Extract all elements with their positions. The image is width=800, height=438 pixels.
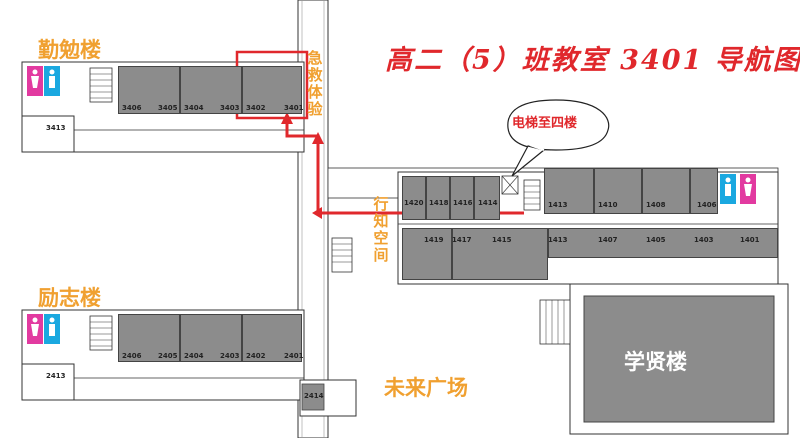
- room-2406: [118, 314, 180, 362]
- room-label: 1405: [646, 236, 666, 244]
- room-3402: [242, 66, 302, 114]
- stairs-xuexian: [539, 299, 571, 345]
- stairs-qinmian: [89, 67, 113, 103]
- room-label: 1416: [453, 199, 473, 207]
- jijiu-vertical-label: 急 救 体 验: [307, 49, 323, 118]
- room-label: 1410: [598, 201, 618, 209]
- room-label: 1413: [548, 201, 568, 209]
- room-1416: [450, 176, 474, 220]
- room-1414: [474, 176, 500, 220]
- room-label: 1413: [548, 236, 568, 244]
- building-label-lizhi: 励志楼: [38, 286, 101, 310]
- room-label: 1403: [694, 236, 714, 244]
- stairs-lizhi: [89, 315, 113, 351]
- room-label: 3401: [284, 104, 304, 112]
- room-label: 3413: [46, 124, 66, 132]
- room-label: 2404: [184, 352, 204, 360]
- room-2404: [180, 314, 242, 362]
- room-label: 3405: [158, 104, 178, 112]
- room-1408: [642, 168, 690, 214]
- room-label: 1420: [404, 199, 424, 207]
- stairs-east: [331, 179, 541, 273]
- room-1413: [544, 168, 594, 214]
- elevator-note-bubble: [507, 99, 610, 151]
- room-1419: [402, 228, 452, 280]
- room-label: 3402: [246, 104, 266, 112]
- room-label: 1415: [492, 236, 512, 244]
- room-label: 3404: [184, 104, 204, 112]
- room-label: 2401: [284, 352, 304, 360]
- room-label: 1406: [697, 201, 717, 209]
- room-label: 1407: [598, 236, 618, 244]
- room-2402: [242, 314, 302, 362]
- route-arrowheads: [281, 112, 324, 219]
- room-1415: [452, 228, 548, 280]
- room-3406: [118, 66, 180, 114]
- building-label-qinmian: 勤勉楼: [38, 38, 101, 62]
- room-label: 1418: [429, 199, 449, 207]
- xingzhi-vertical-label: 行 知 空 间: [373, 195, 389, 264]
- room-1418: [426, 176, 450, 220]
- room-east-row: [548, 228, 778, 258]
- building-label-xuexian: 学贤楼: [624, 350, 687, 374]
- room-label: 1417: [452, 236, 472, 244]
- elevator-note-text: 电梯至四楼: [512, 116, 578, 131]
- room-1420: [402, 176, 426, 220]
- room-label: 3406: [122, 104, 142, 112]
- room-label: 1401: [740, 236, 760, 244]
- room-label: 2403: [220, 352, 240, 360]
- room-label: 2406: [122, 352, 142, 360]
- room-label: 1408: [646, 201, 666, 209]
- room-label: 1419: [424, 236, 444, 244]
- room-label: 1414: [478, 199, 498, 207]
- room-1406: [690, 168, 718, 214]
- room-1410: [594, 168, 642, 214]
- room-3404: [180, 66, 242, 114]
- room-label: 2405: [158, 352, 178, 360]
- room-label: 3403: [220, 104, 240, 112]
- room-label: 2414: [304, 392, 324, 400]
- plaza-label-weilai: 未来广场: [384, 376, 468, 400]
- room-label: 2402: [246, 352, 266, 360]
- map-title: 高二（5）班教室 3401 导航图: [385, 45, 800, 76]
- room-label: 2413: [46, 372, 66, 380]
